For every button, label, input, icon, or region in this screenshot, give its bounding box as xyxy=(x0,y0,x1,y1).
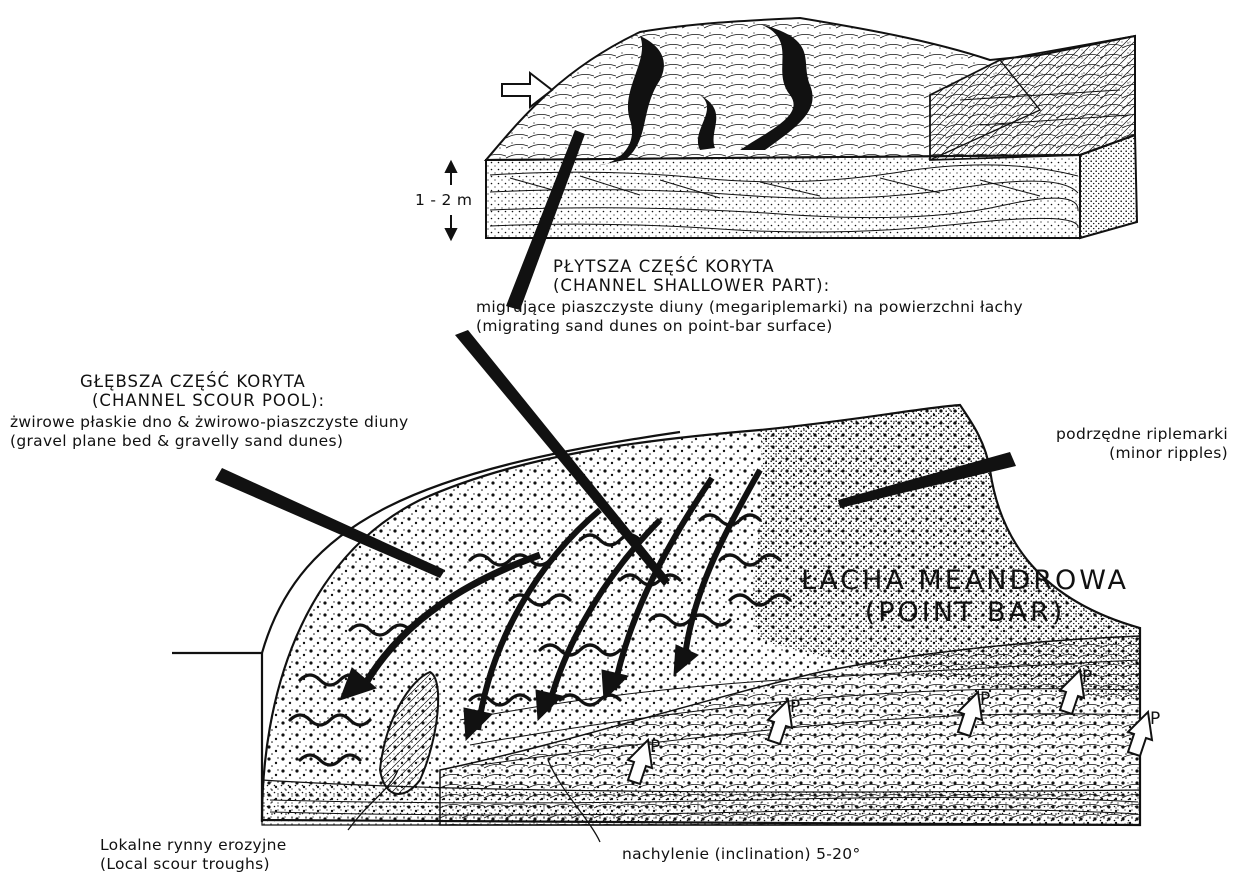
scale-bar-label: 1 - 2 m xyxy=(415,191,472,210)
accretion-label-1: P xyxy=(650,737,660,757)
shallow-part-desc-en: (migrating sand dunes on point-bar surfa… xyxy=(476,317,1023,336)
shallow-channel-block xyxy=(486,18,1137,238)
scour-pool-title-pl: GŁĘBSZA CZĘŚĆ KORYTA xyxy=(80,372,325,391)
scour-pool-desc-en: (gravel plane bed & gravelly sand dunes) xyxy=(10,432,408,451)
scour-pool-desc-pl: żwirowe płaskie dno & żwirowo-piaszczyst… xyxy=(10,413,408,432)
shallow-part-title: PŁYTSZA CZĘŚĆ KORYTA (CHANNEL SHALLOWER … xyxy=(553,257,830,295)
point-bar-en: (POINT BAR) xyxy=(775,597,1155,629)
scour-pool-title-en: (CHANNEL SCOUR POOL): xyxy=(80,391,325,410)
scour-pool-description: żwirowe płaskie dno & żwirowo-piaszczyst… xyxy=(10,413,408,451)
accretion-label-4: P xyxy=(1082,667,1092,687)
inclination-label: nachylenie (inclination) 5-20° xyxy=(622,845,861,864)
shallow-part-title-en: (CHANNEL SHALLOWER PART): xyxy=(553,276,830,295)
minor-ripples-en: (minor ripples) xyxy=(1056,444,1228,463)
scour-troughs-label: Lokalne rynny erozyjne (Local scour trou… xyxy=(100,836,287,874)
shallow-part-description: migrujące piaszczyste diuny (megariplema… xyxy=(476,298,1023,336)
point-bar-label: ŁACHA MEANDROWA (POINT BAR) xyxy=(775,565,1155,629)
minor-ripples-label: podrzędne riplemarki (minor ripples) xyxy=(1056,425,1228,463)
scour-troughs-en: (Local scour troughs) xyxy=(100,855,287,874)
accretion-label-3: P xyxy=(980,689,990,709)
point-bar-pl: ŁACHA MEANDROWA xyxy=(775,565,1155,597)
shallow-part-desc-pl: migrujące piaszczyste diuny (megariplema… xyxy=(476,298,1023,317)
shallow-part-title-pl: PŁYTSZA CZĘŚĆ KORYTA xyxy=(553,257,830,276)
accretion-label-5: P xyxy=(1150,709,1160,729)
scour-pool-title: GŁĘBSZA CZĘŚĆ KORYTA (CHANNEL SCOUR POOL… xyxy=(80,372,325,410)
scour-troughs-pl: Lokalne rynny erozyjne xyxy=(100,836,287,855)
minor-ripples-pl: podrzędne riplemarki xyxy=(1056,425,1228,444)
accretion-label-2: P xyxy=(790,697,800,717)
